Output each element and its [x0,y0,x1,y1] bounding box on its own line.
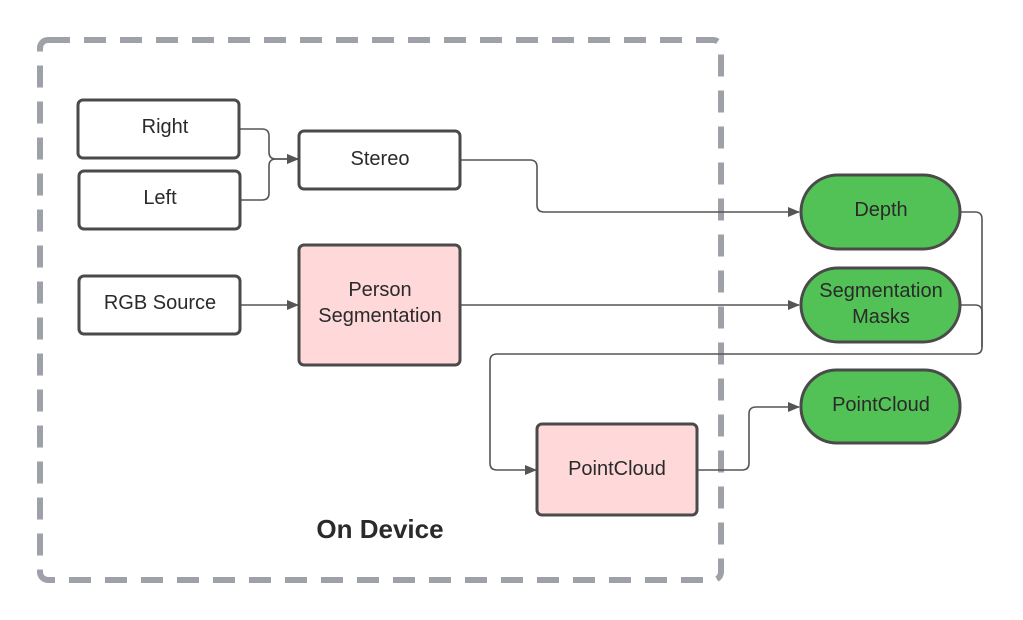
on-device-label: On Device [316,514,443,544]
edge-right-to-stereo [239,128,299,164]
edge-masks-to-pointcloud [960,304,983,347]
output-segmentation-masks-label-line2: Masks [852,306,910,328]
node-right: Right [76,98,241,160]
edge-depth-to-pointcloud [489,211,983,475]
node-stereo-label: Stereo [351,148,410,170]
node-left-label: Left [143,187,177,209]
node-left: Left [77,169,242,231]
output-segmentation-masks: Segmentation Masks [799,266,962,344]
output-depth: Depth [799,173,962,251]
node-person-segmentation-label-line1: Person [348,279,411,301]
node-pointcloud: PointCloud [535,422,699,517]
node-pointcloud-label: PointCloud [568,458,666,480]
node-rgb-source: RGB Source [77,274,242,336]
edge-stereo-to-depth [460,159,800,217]
output-segmentation-masks-label-line1: Segmentation [819,280,942,302]
edge-left-to-stereo [240,154,299,201]
node-stereo: Stereo [297,129,462,191]
node-right-label: Right [142,116,189,138]
output-pointcloud-label: PointCloud [832,394,930,416]
edge-pointcloud-to-output [697,402,800,471]
output-depth-label: Depth [854,199,907,221]
output-pointcloud: PointCloud [799,368,962,445]
on-device-region [37,37,724,583]
node-person-segmentation: Person Segmentation [297,243,462,367]
node-rgb-source-label: RGB Source [104,292,216,314]
node-person-segmentation-label-line2: Segmentation [318,305,441,327]
